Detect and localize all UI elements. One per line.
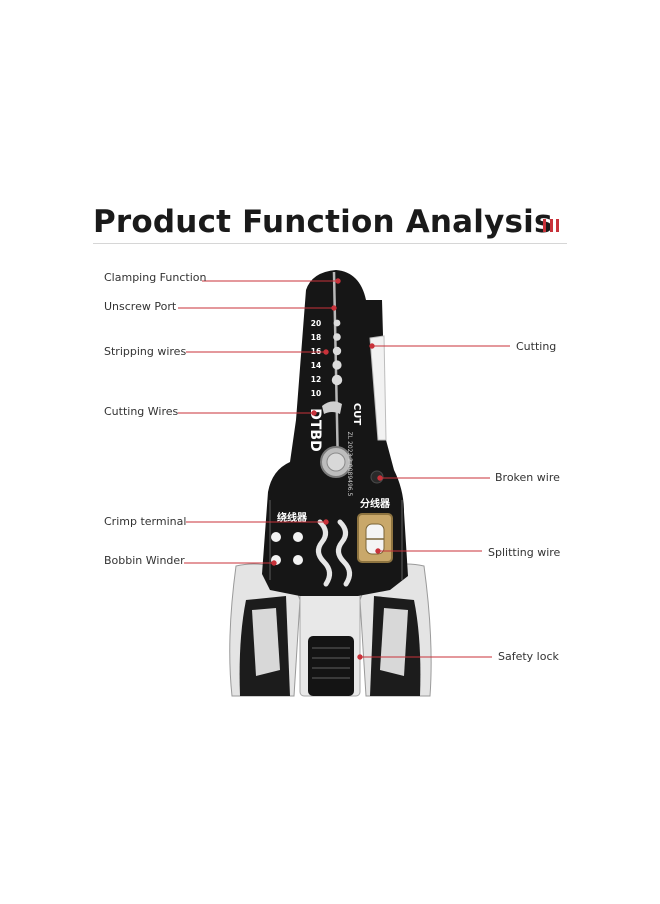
gauge-12: 12 [311, 375, 321, 384]
label-cutting: Cutting [516, 340, 557, 353]
callout-lines [178, 278, 510, 660]
bobbin-winder-slot [316, 519, 332, 587]
gauge-18: 18 [311, 333, 321, 342]
safety-lock-slider [308, 636, 354, 696]
label-stripping-wires: Stripping wires [104, 345, 187, 358]
right-grip-accent [380, 608, 408, 676]
gauge-14: 14 [311, 361, 321, 370]
cutting-wire-notch [322, 401, 342, 414]
split-panel-label: 分线器 [360, 497, 391, 510]
safety-lock-ridges [312, 647, 350, 679]
gauge-10: 10 [311, 389, 321, 398]
label-crimp-terminal: Crimp terminal [104, 515, 187, 528]
cut-mark: CUT [351, 403, 362, 425]
label-safety-lock: Safety lock [498, 650, 559, 663]
title-accent-mark [543, 219, 559, 232]
gauge-20: 20 [311, 319, 321, 328]
left-grip-accent [252, 608, 280, 676]
brand-mark: DTBD [307, 408, 323, 451]
title-divider [93, 243, 567, 244]
crimp-panel-label: 绕线器 [277, 511, 308, 524]
stripping-holes [331, 319, 343, 386]
page-title: Product Function Analysis [93, 204, 553, 240]
label-bobbin-winder: Bobbin Winder [104, 554, 185, 567]
jaw-slit [332, 271, 340, 471]
label-cutting-wires: Cutting Wires [104, 405, 179, 418]
label-splitting-wire: Splitting wire [488, 546, 561, 559]
label-unscrew-port: Unscrew Port [104, 300, 177, 313]
label-broken-wire: Broken wire [495, 471, 560, 484]
patent-text: ZL 2023 2 0089496.5 [346, 432, 353, 497]
cutting-edge [369, 335, 387, 441]
label-clamping-function: Clamping Function [104, 271, 207, 284]
